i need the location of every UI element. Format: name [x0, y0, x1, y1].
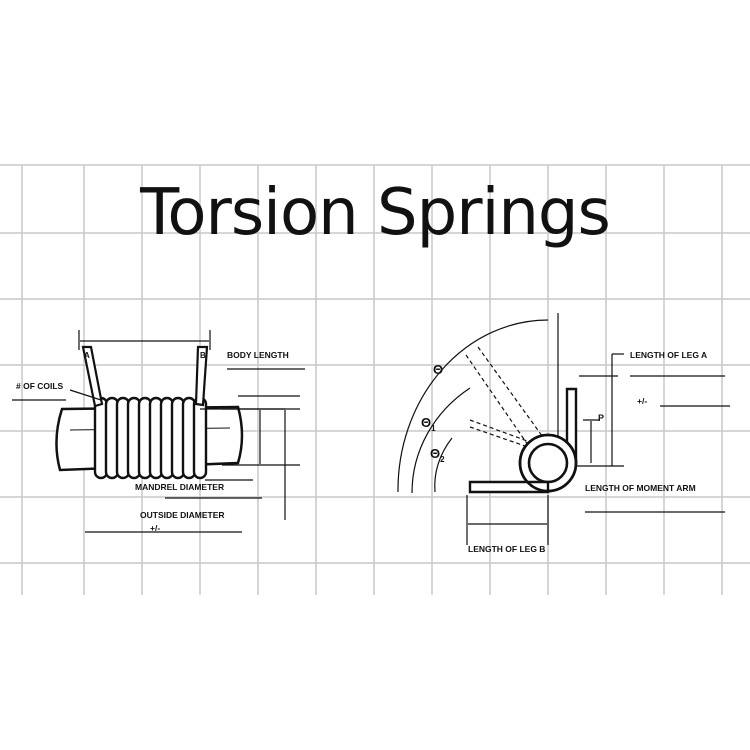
spring-coils — [93, 396, 208, 480]
mandrel-diameter-label: MANDREL DIAMETER — [135, 482, 224, 492]
theta2-label: Θ2 — [430, 446, 445, 464]
leg-a-label: A — [84, 351, 90, 360]
length-leg-b-label: LENGTH OF LEG B — [468, 544, 545, 554]
page-title: Torsion Springs — [140, 176, 611, 250]
moment-arm-label: LENGTH OF MOMENT ARM — [585, 483, 696, 493]
length-leg-a-label: LENGTH OF LEG A — [630, 350, 707, 360]
p-label: P — [598, 413, 604, 423]
outside-diameter-label: OUTSIDE DIAMETER — [140, 510, 225, 520]
leg-a — [81, 345, 104, 408]
right-coil-inner — [527, 442, 569, 484]
theta-label: Θ — [433, 362, 443, 377]
body-length-label: BODY LENGTH — [227, 350, 289, 360]
leg-b-label: B — [200, 351, 206, 360]
num-coils-label: # OF COILS — [16, 381, 64, 391]
left-tolerance-label: +/- — [150, 523, 160, 533]
right-tolerance-label: +/- — [637, 396, 647, 406]
theta1-label: Θ1 — [421, 415, 436, 433]
left-spring-diagram: A B BODY LENGTH # OF COILS MANDREL DIAME… — [12, 330, 305, 533]
right-spring-diagram: Θ Θ1 Θ2 P LENGTH OF LEG A +/- LENGTH OF … — [397, 313, 730, 554]
leg-b — [194, 345, 209, 407]
